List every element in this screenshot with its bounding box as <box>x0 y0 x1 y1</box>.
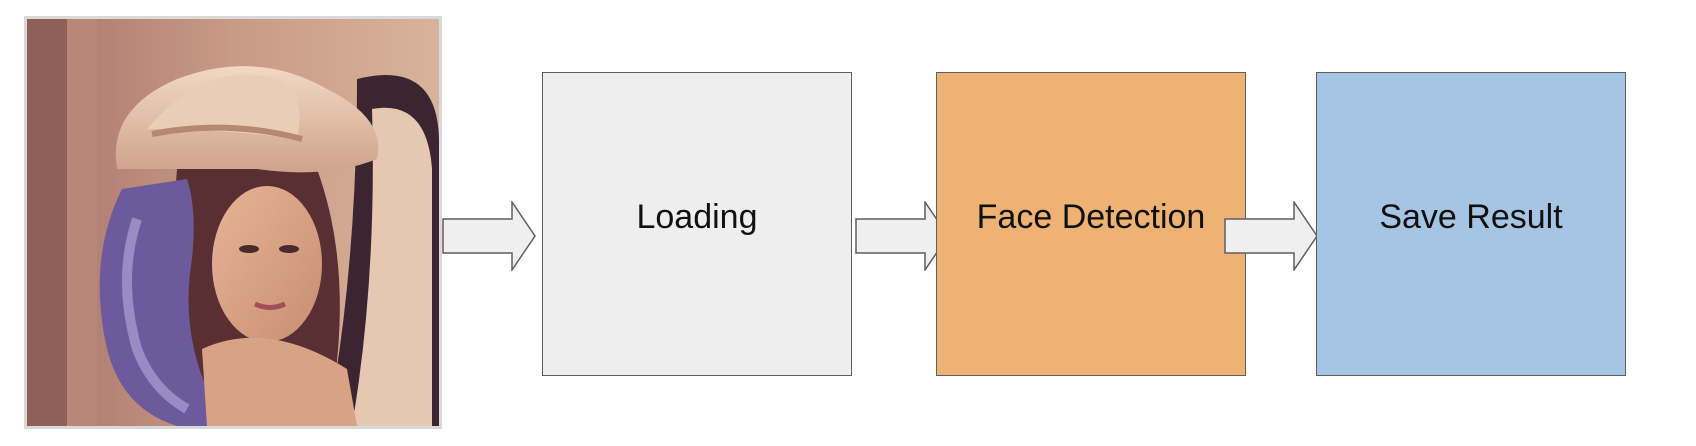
flow-arrow <box>855 201 949 271</box>
portrait-photo-icon <box>27 19 439 426</box>
input-photo <box>24 16 442 429</box>
stage-loading: Loading <box>542 72 852 376</box>
stage-face-detection: Face Detection <box>936 72 1246 376</box>
stage-label: Face Detection <box>976 197 1206 236</box>
flow-arrow <box>442 201 536 271</box>
stage-save-result: Save Result <box>1316 72 1626 376</box>
flow-arrow <box>1224 201 1318 271</box>
stage-label: Loading <box>636 197 758 236</box>
stage-label: Save Result <box>1379 197 1563 236</box>
